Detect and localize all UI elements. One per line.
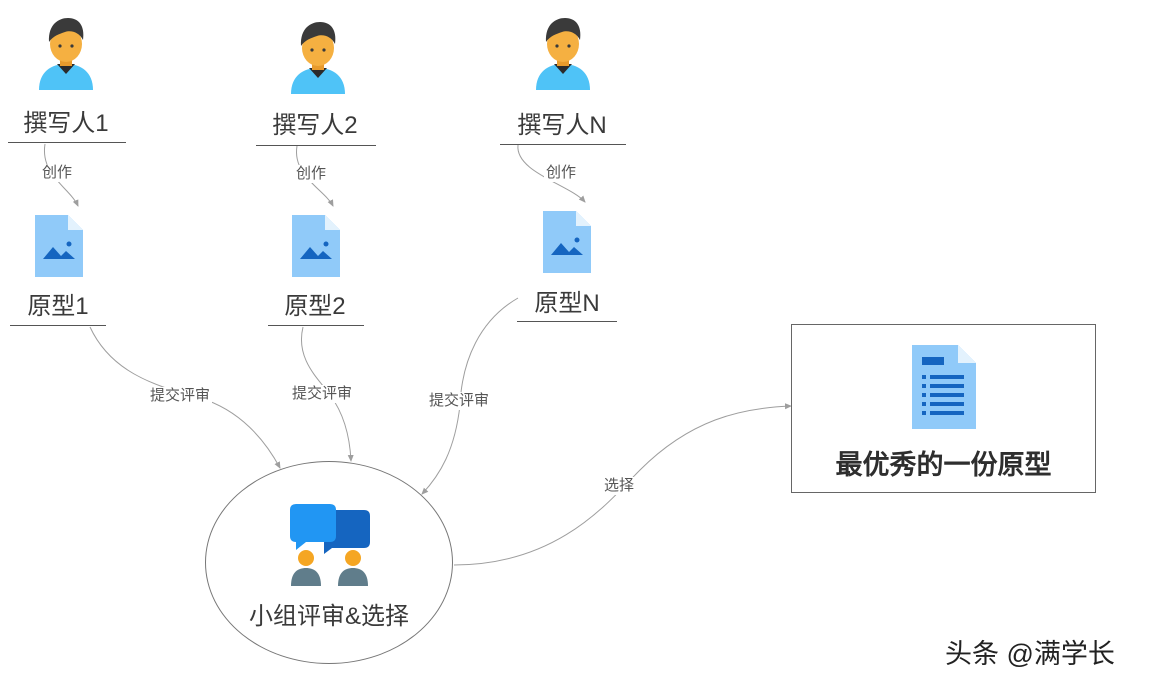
best-prototype-node: 最优秀的一份原型 xyxy=(791,324,1096,493)
prototype-1-label: 原型1 xyxy=(27,293,89,320)
person-icon xyxy=(291,22,345,94)
submit-label-n: 提交评审 xyxy=(427,392,492,410)
writer-n-underline xyxy=(500,144,626,145)
person-icon xyxy=(536,18,590,90)
select-label: 选择 xyxy=(602,477,637,495)
image-file-icon xyxy=(292,215,340,277)
prototype-n-underline xyxy=(517,321,617,322)
create-label-2: 创作 xyxy=(294,165,329,183)
group-review-label: 小组评审&选择 xyxy=(248,603,409,630)
prototype-n-label: 原型N xyxy=(534,290,600,317)
person-icon xyxy=(39,18,93,90)
writer-n-label: 撰写人N xyxy=(517,112,607,139)
best-prototype-label: 最优秀的一份原型 xyxy=(835,450,1052,480)
group-chat-icon xyxy=(290,504,370,586)
create-label-1: 创作 xyxy=(40,164,75,182)
prototype-2-label: 原型2 xyxy=(284,293,346,320)
watermark: 头条 @满学长 xyxy=(945,639,1115,669)
writer-2-label: 撰写人2 xyxy=(272,112,358,139)
group-review-node: 小组评审&选择 xyxy=(205,461,453,664)
writer-2-underline xyxy=(256,145,376,146)
image-file-icon xyxy=(543,211,591,273)
document-icon xyxy=(912,345,976,429)
create-label-n: 创作 xyxy=(544,164,579,182)
submit-label-2: 提交评审 xyxy=(290,385,355,403)
image-file-icon xyxy=(35,215,83,277)
writer-1-underline xyxy=(8,142,126,143)
prototype-2-underline xyxy=(268,325,364,326)
writer-1-label: 撰写人1 xyxy=(23,110,109,137)
select-link xyxy=(453,403,792,566)
submit-label-1: 提交评审 xyxy=(148,387,213,405)
prototype-1-underline xyxy=(10,325,106,326)
